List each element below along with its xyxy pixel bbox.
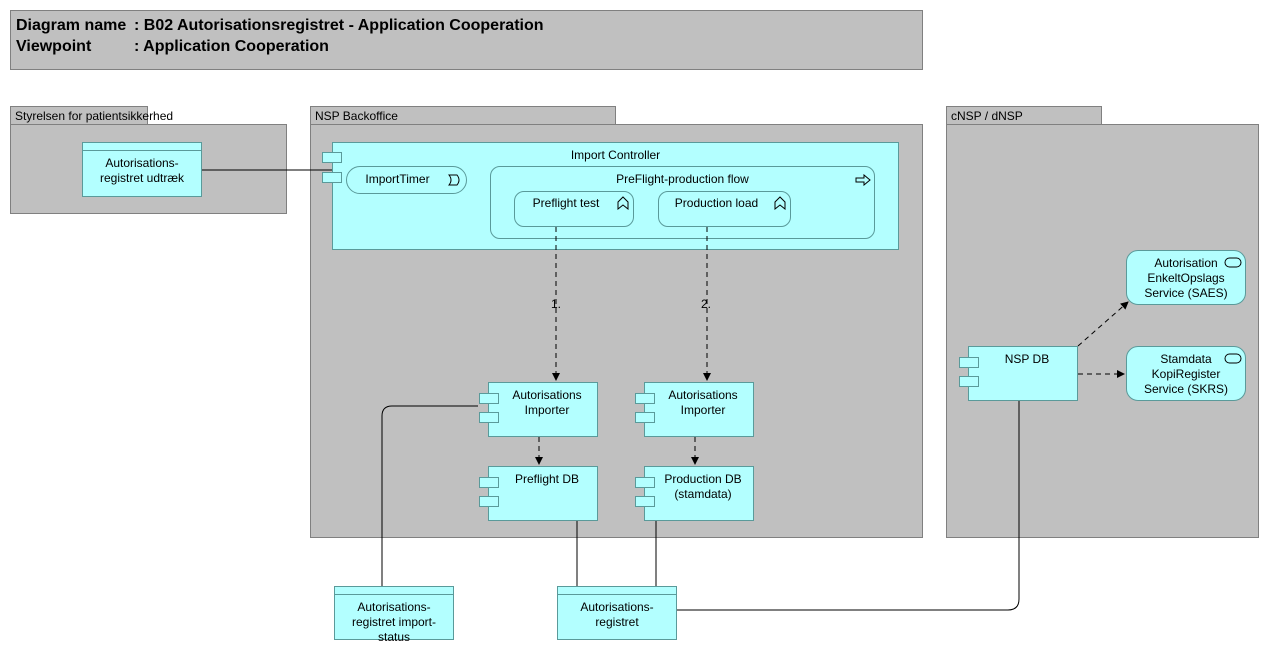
component-icon xyxy=(959,357,979,368)
autorisations-importer-2[interactable]: Autorisations Importer xyxy=(635,382,754,437)
viewpoint-value: : Application Cooperation xyxy=(134,38,329,55)
component-icon xyxy=(479,393,499,404)
service-icon xyxy=(1224,353,1242,364)
skrs-label: Stamdata KopiRegister Service (SKRS) xyxy=(1143,352,1229,396)
group-label-styrelsen: Styrelsen for patientsikkerhed xyxy=(15,109,174,123)
autorisations-importer-1[interactable]: Autorisations Importer xyxy=(479,382,598,437)
function-icon xyxy=(617,196,629,210)
component-icon xyxy=(479,412,499,423)
group-tab-nsp[interactable]: NSP Backoffice xyxy=(310,106,616,125)
flow-nspdb-to-saes[interactable] xyxy=(1077,301,1129,347)
component-icon xyxy=(479,477,499,488)
group-tab-cnsp[interactable]: cNSP / dNSP xyxy=(946,106,1102,125)
saes-service[interactable]: Autorisation EnkeltOpslags Service (SAES… xyxy=(1126,250,1246,305)
connector-registret-to-nspdb[interactable] xyxy=(677,401,1020,611)
data-object-header xyxy=(558,594,676,595)
nsp-db-component[interactable]: NSP DB xyxy=(959,346,1078,401)
import-status-label: Autorisations- registret import- status xyxy=(351,600,437,644)
group-label-nsp: NSP Backoffice xyxy=(315,109,398,123)
importer-2-label: Autorisations Importer xyxy=(668,388,738,417)
nsp-db-label: NSP DB xyxy=(1004,352,1050,366)
preflight-db-label: Preflight DB xyxy=(514,472,580,486)
import-timer-label: ImportTimer xyxy=(365,172,430,186)
function-icon xyxy=(774,196,786,210)
process-arrow-icon xyxy=(855,174,871,186)
production-db-label: Production DB (stamdata) xyxy=(664,472,742,501)
event-icon xyxy=(448,174,460,186)
service-icon xyxy=(1224,257,1242,268)
udtraek-label: Autorisations- registret udtræk xyxy=(99,156,185,185)
component-icon xyxy=(635,496,655,507)
component-icon xyxy=(322,152,342,163)
component-icon xyxy=(635,477,655,488)
data-object-udtraek[interactable]: Autorisations- registret udtræk xyxy=(82,142,202,197)
preflight-db-component[interactable]: Preflight DB xyxy=(479,466,598,521)
diagram-name-row: Diagram name : B02 Autorisationsregistret… xyxy=(16,17,544,35)
component-icon xyxy=(322,172,342,183)
diagram-name-value: : B02 Autorisationsregistret - Applicati… xyxy=(134,17,544,34)
preflight-test-function[interactable]: Preflight test xyxy=(514,191,634,227)
production-load-function[interactable]: Production load xyxy=(658,191,791,227)
component-icon xyxy=(479,496,499,507)
import-controller-label: Import Controller xyxy=(570,148,661,162)
component-icon xyxy=(635,393,655,404)
component-icon xyxy=(959,376,979,387)
data-object-import-status[interactable]: Autorisations- registret import- status xyxy=(334,586,454,644)
production-db-component[interactable]: Production DB (stamdata) xyxy=(635,466,754,521)
viewpoint-row: Viewpoint : Application Cooperation xyxy=(16,38,329,56)
preflight-flow-label: PreFlight-production flow xyxy=(616,172,749,186)
data-object-header xyxy=(335,594,453,595)
data-object-header xyxy=(83,150,201,151)
step-1-label: 1. xyxy=(551,297,561,311)
diagram-name-key: Diagram name xyxy=(16,17,127,34)
data-object-registret[interactable]: Autorisations- registret xyxy=(557,586,677,640)
diagram-title-box: Diagram name : B02 Autorisationsregistret… xyxy=(10,10,923,70)
viewpoint-key: Viewpoint xyxy=(16,38,92,55)
preflight-test-label: Preflight test xyxy=(532,196,600,210)
connector-importer-to-status[interactable] xyxy=(381,405,478,586)
production-load-label: Production load xyxy=(674,196,759,210)
saes-label: Autorisation EnkeltOpslags Service (SAES… xyxy=(1144,256,1228,300)
component-icon xyxy=(635,412,655,423)
registret-label: Autorisations- registret xyxy=(580,600,654,629)
group-label-cnsp: cNSP / dNSP xyxy=(951,109,1023,123)
importer-1-label: Autorisations Importer xyxy=(512,388,582,417)
step-2-label: 2. xyxy=(701,297,711,311)
import-timer-event[interactable]: ImportTimer xyxy=(346,166,467,194)
skrs-service[interactable]: Stamdata KopiRegister Service (SKRS) xyxy=(1126,346,1246,401)
group-cnsp-dnsp[interactable] xyxy=(946,124,1259,538)
